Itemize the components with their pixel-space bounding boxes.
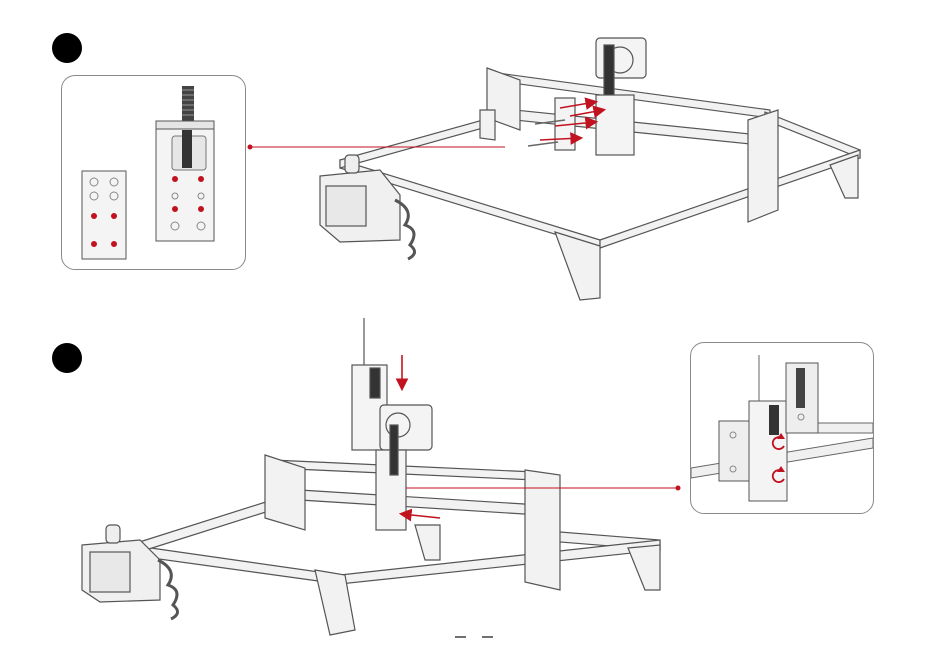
step1-leader-line [248,145,506,150]
step1-z-module [555,38,646,155]
